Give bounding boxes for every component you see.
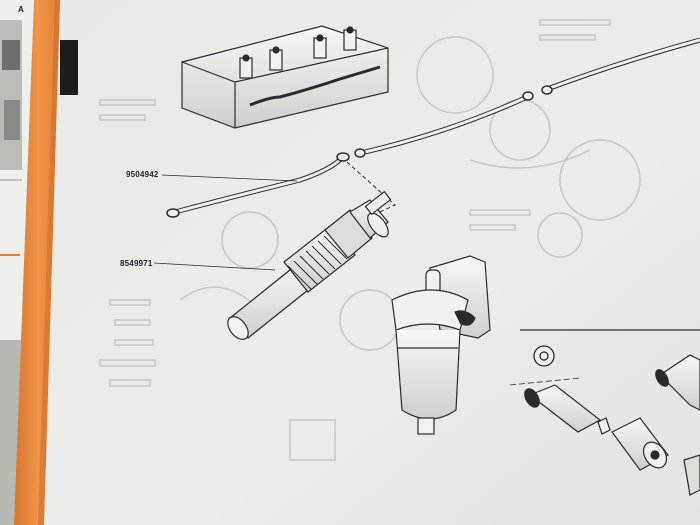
glow-plug-icon <box>227 190 392 340</box>
cylinder-head-icon <box>181 25 389 129</box>
washer-icon <box>533 345 555 367</box>
part-number-fuel-return-pipe: 9504942 <box>126 170 159 179</box>
connector-icon <box>509 329 700 496</box>
fuel-filter-icon <box>391 255 491 435</box>
leader-lines <box>153 174 298 271</box>
folder-edge <box>14 0 62 525</box>
part-number-glow-plug: 8549971 <box>120 259 153 268</box>
binder-tab <box>60 40 78 95</box>
fuel-pipe-icon <box>166 37 700 218</box>
page-corner-letter: A <box>18 5 24 14</box>
